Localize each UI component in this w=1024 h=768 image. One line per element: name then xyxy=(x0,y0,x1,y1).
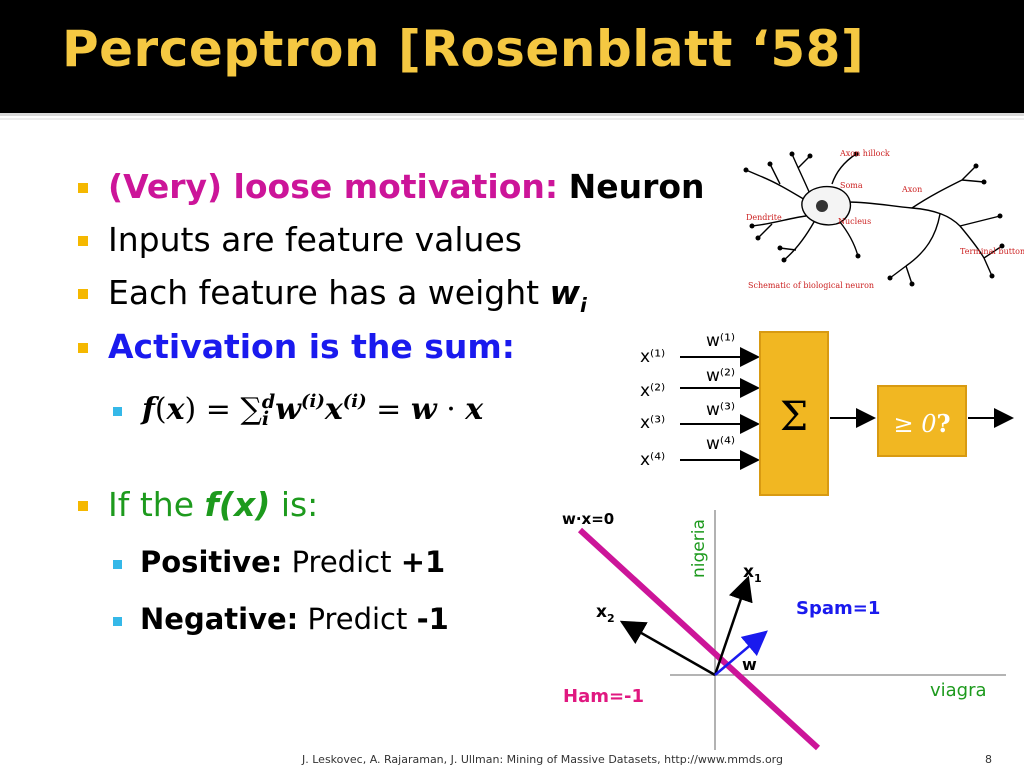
sub-bullet-marker xyxy=(113,617,122,626)
x2-vector xyxy=(619,620,716,677)
sub-bullet-negative: Negative: Predict -1 xyxy=(140,602,449,636)
slide-title: Perceptron [Rosenblatt ‘58] xyxy=(62,20,865,78)
sub-bullet-marker xyxy=(113,407,122,416)
svg-text:Nucleus: Nucleus xyxy=(838,217,871,226)
svg-text:x1: x1 xyxy=(743,562,762,585)
svg-text:Spam=1: Spam=1 xyxy=(796,598,880,619)
x1-vector xyxy=(713,575,753,676)
sub-bullet-marker xyxy=(113,560,122,569)
neuron-illustration: Axon hillock Soma Axon Dendrite Nucleus … xyxy=(743,149,1024,290)
svg-text:Terminal buttons: Terminal buttons xyxy=(960,247,1024,256)
bullet-if: If the f(x) is: xyxy=(108,485,319,524)
bullet-marker xyxy=(78,289,88,299)
svg-text:Ham=-1: Ham=-1 xyxy=(563,686,644,707)
bullet-marker xyxy=(78,501,88,511)
bullet-marker xyxy=(78,183,88,193)
svg-text:x⁽²⁾: x⁽²⁾ xyxy=(640,381,665,401)
svg-text:w: w xyxy=(742,655,757,674)
svg-text:Σ: Σ xyxy=(780,394,808,440)
svg-text:x⁽¹⁾: x⁽¹⁾ xyxy=(640,347,665,367)
weight-text: Each feature has a weight xyxy=(108,273,540,312)
svg-text:x⁽³⁾: x⁽³⁾ xyxy=(640,413,665,433)
svg-text:w⁽¹⁾: w⁽¹⁾ xyxy=(706,331,735,351)
threshold-label: ≥ 0? xyxy=(893,409,950,438)
bullet-activation: Activation is the sum: xyxy=(108,327,516,366)
svg-text:Soma: Soma xyxy=(840,181,863,190)
decision-plot: w·x=0 nigeria viagra x1 x2 w Spam=1 Ham=… xyxy=(562,510,1006,751)
motivation-label: (Very) loose motivation: xyxy=(108,167,559,206)
title-divider xyxy=(0,113,1024,116)
svg-text:x⁽⁴⁾: x⁽⁴⁾ xyxy=(640,450,665,470)
w-vector xyxy=(714,630,768,676)
svg-text:Schematic of biological neuron: Schematic of biological neuron xyxy=(748,281,874,290)
svg-text:w⁽⁴⁾: w⁽⁴⁾ xyxy=(706,434,735,454)
bullet-marker xyxy=(78,343,88,353)
svg-text:Dendrite: Dendrite xyxy=(746,213,782,222)
perceptron-diagram: Σ ≥ 0? x⁽¹⁾ x⁽²⁾ x⁽³⁾ x⁽⁴⁾ w⁽¹⁾ w⁽²⁾ w⁽³… xyxy=(640,331,1014,496)
weight-var: wi xyxy=(549,273,587,317)
bullet-motivation: (Very) loose motivation: Neuron xyxy=(108,170,705,203)
bullet-inputs: Inputs are feature values xyxy=(108,220,522,259)
title-bar xyxy=(0,0,1024,113)
svg-text:w⁽²⁾: w⁽²⁾ xyxy=(706,366,735,386)
svg-text:Axon hillock: Axon hillock xyxy=(839,149,890,158)
svg-text:w·x=0: w·x=0 xyxy=(562,510,614,528)
svg-text:x2: x2 xyxy=(596,602,615,625)
motivation-neuron: Neuron xyxy=(568,167,705,206)
sub-bullet-positive: Positive: Predict +1 xyxy=(140,545,446,579)
bullet-marker xyxy=(78,236,88,246)
threshold-box xyxy=(877,385,967,457)
decision-boundary xyxy=(577,527,821,751)
footer-citation: J. Leskovec, A. Rajaraman, J. Ullman: Mi… xyxy=(302,753,783,766)
svg-text:nigeria: nigeria xyxy=(689,519,709,578)
title-divider-light xyxy=(0,118,1024,120)
svg-text:w⁽³⁾: w⁽³⁾ xyxy=(706,400,735,420)
svg-text:Axon: Axon xyxy=(901,185,922,194)
bullet-weight: Each feature has a weight wi xyxy=(108,273,587,317)
svg-text:viagra: viagra xyxy=(930,680,987,701)
sum-box xyxy=(759,331,829,496)
page-number: 8 xyxy=(985,753,992,766)
